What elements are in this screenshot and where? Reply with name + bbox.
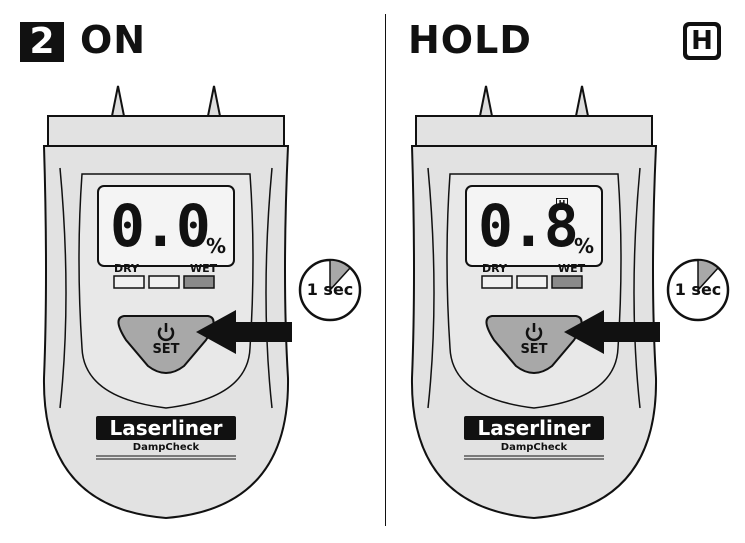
set-button[interactable]: SET [152, 342, 180, 357]
hold-heading: HOLD [408, 18, 532, 62]
moisture-meter-left: 0.0 % DRY WET SET Laserliner DampCheck [20, 78, 350, 538]
unit-percent: % [206, 234, 227, 258]
hold-icon: H [683, 22, 721, 60]
on-heading: ON [80, 18, 147, 62]
panel-divider [385, 14, 386, 526]
model-name: DampCheck [132, 442, 200, 453]
hold-badge-letter: H [687, 26, 717, 56]
scale-dry-label: DRY [482, 262, 507, 275]
timer-icon: 1 sec [298, 258, 362, 322]
scale-wet-label: WET [190, 262, 218, 275]
scale-dry-label: DRY [114, 262, 139, 275]
timer-icon: 1 sec [666, 258, 730, 322]
step-number-badge: 2 [20, 22, 64, 62]
timer-label: 1 sec [306, 280, 354, 299]
moisture-meter-right: 0.8 H % DRY WET SET Laserliner DampCheck [388, 78, 718, 538]
unit-percent: % [574, 234, 595, 258]
brand-logo: Laserliner [464, 416, 604, 440]
set-button[interactable]: SET [520, 342, 548, 357]
moisture-reading: 0.0 [110, 192, 211, 260]
hold-indicator-icon: H [556, 198, 568, 210]
brand-logo: Laserliner [96, 416, 236, 440]
scale-wet-label: WET [558, 262, 586, 275]
moisture-reading: 0.8 [478, 192, 579, 260]
timer-label: 1 sec [674, 280, 722, 299]
model-name: DampCheck [500, 442, 568, 453]
